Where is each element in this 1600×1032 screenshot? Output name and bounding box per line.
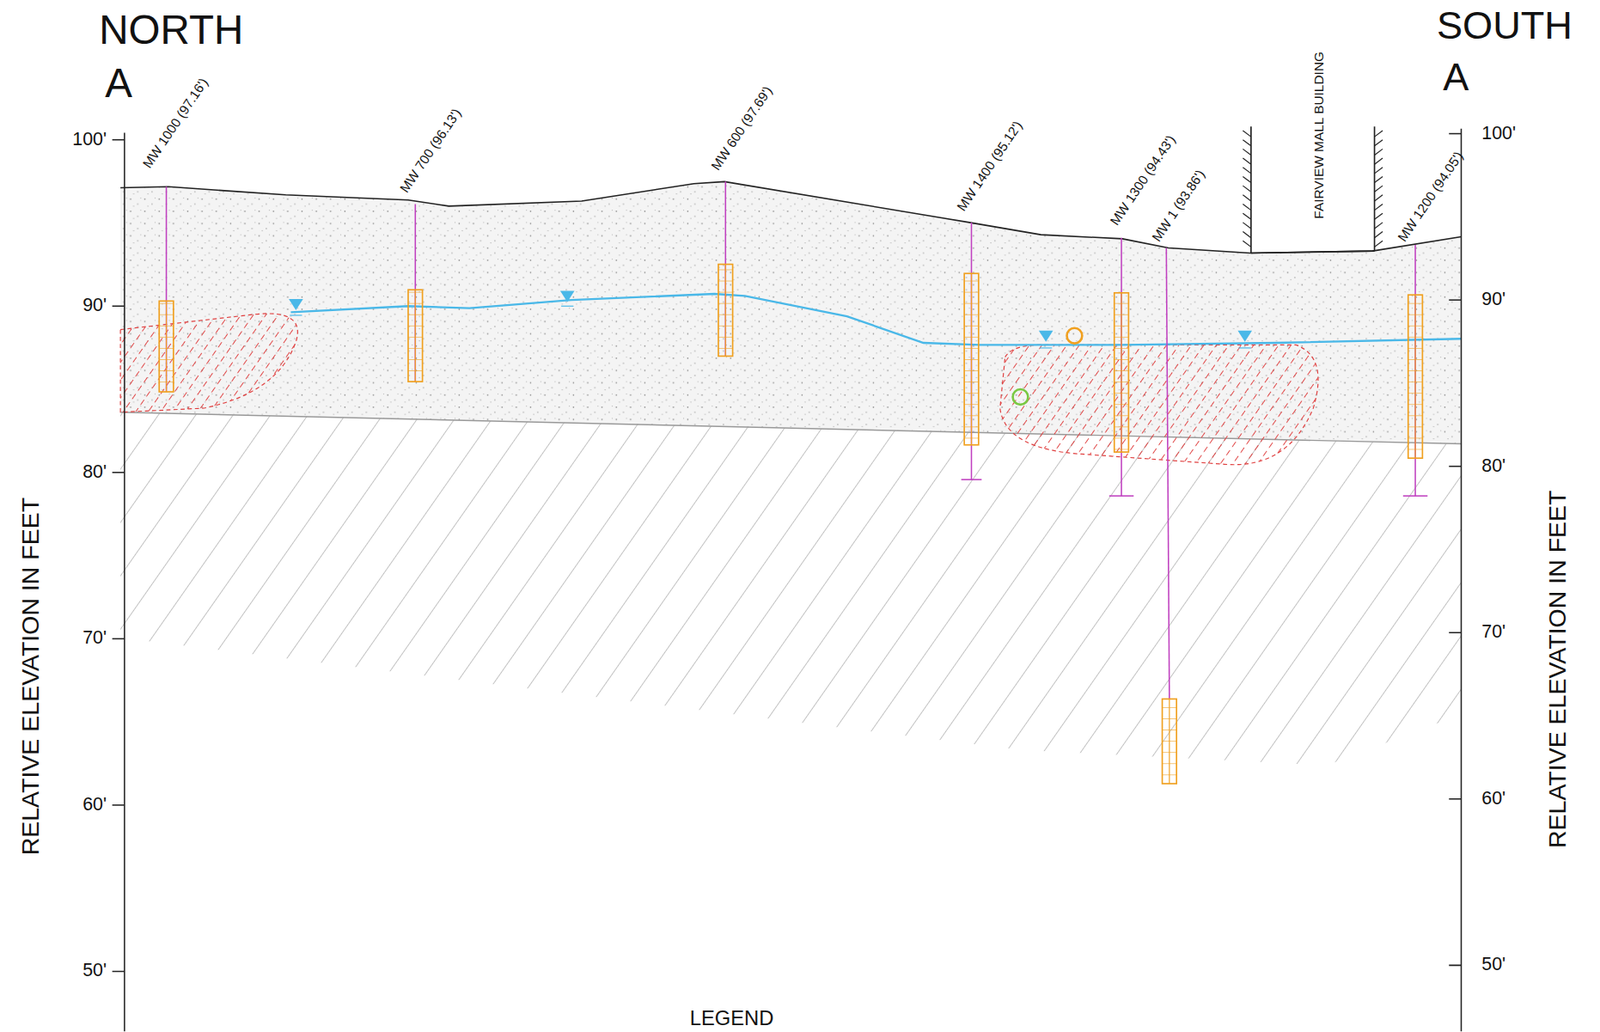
hatch-stroke [1374,222,1384,229]
hatch-stroke [1374,158,1384,165]
hatch-stroke [1242,167,1252,174]
well-label: MW 700 (96.13') [397,106,465,196]
elevation-tick: 50' [1481,953,1506,976]
hatch-stroke [1374,130,1384,137]
hatch-stroke [1374,204,1384,211]
legend-heading: LEGEND [690,1006,775,1030]
elevation-tick: 80' [1481,455,1506,477]
hatch-stroke [1242,232,1252,239]
hatch-stroke [1242,176,1252,183]
elevation-tick: 90' [82,294,107,317]
elevation-tick: 70' [1481,621,1506,643]
hatch-stroke [1242,222,1252,229]
hatch-stroke [1374,176,1384,183]
well-label: MW 1 (93.86') [1149,167,1210,245]
hatch-stroke [1242,130,1252,137]
axis-title: RELATIVE ELEVATION IN FEET [1543,490,1572,849]
well-label: MW 1000 (97.16') [140,75,212,171]
hatch-stroke [1242,204,1252,211]
elevation-tick: 50' [82,959,107,982]
elevation-tick: 60' [1481,787,1506,810]
hatch-stroke [1242,195,1252,202]
hatch-stroke [1242,158,1252,165]
section-letter: A [104,59,133,107]
axis-title: RELATIVE ELEVATION IN FEET [15,497,44,856]
hatch-stroke [1374,232,1384,239]
elevation-tick: 60' [82,793,107,816]
hatch-stroke [1374,185,1384,192]
hatch-stroke [1242,185,1252,192]
elevation-tick: 90' [1481,288,1506,311]
elevation-tick: 100' [72,128,107,151]
hatch-stroke [1374,213,1384,220]
hatch-stroke [1242,140,1252,147]
hatch-stroke [1242,240,1252,247]
hatch-stroke [1374,167,1384,174]
hatch-stroke [1374,195,1384,202]
section-title: NORTH [98,6,244,54]
well-label: MW 600 (97.69') [708,84,776,174]
hatch-stroke [1374,140,1384,147]
section-title: SOUTH [1436,4,1573,49]
elevation-tick: 70' [82,627,107,649]
hatch-stroke [1374,240,1384,247]
well-label: MW 1400 (95.12') [954,118,1026,214]
hatch-stroke [1374,148,1384,155]
hatch-stroke [1242,148,1252,155]
elevation-tick: 80' [82,461,107,483]
section-letter: A [1442,54,1469,100]
building-label: FAIRVIEW MALL BUILDING [1312,50,1328,219]
elevation-tick: 100' [1481,122,1516,145]
well-label: MW 1200 (94.05') [1395,149,1467,245]
hatch-stroke [1242,213,1252,220]
